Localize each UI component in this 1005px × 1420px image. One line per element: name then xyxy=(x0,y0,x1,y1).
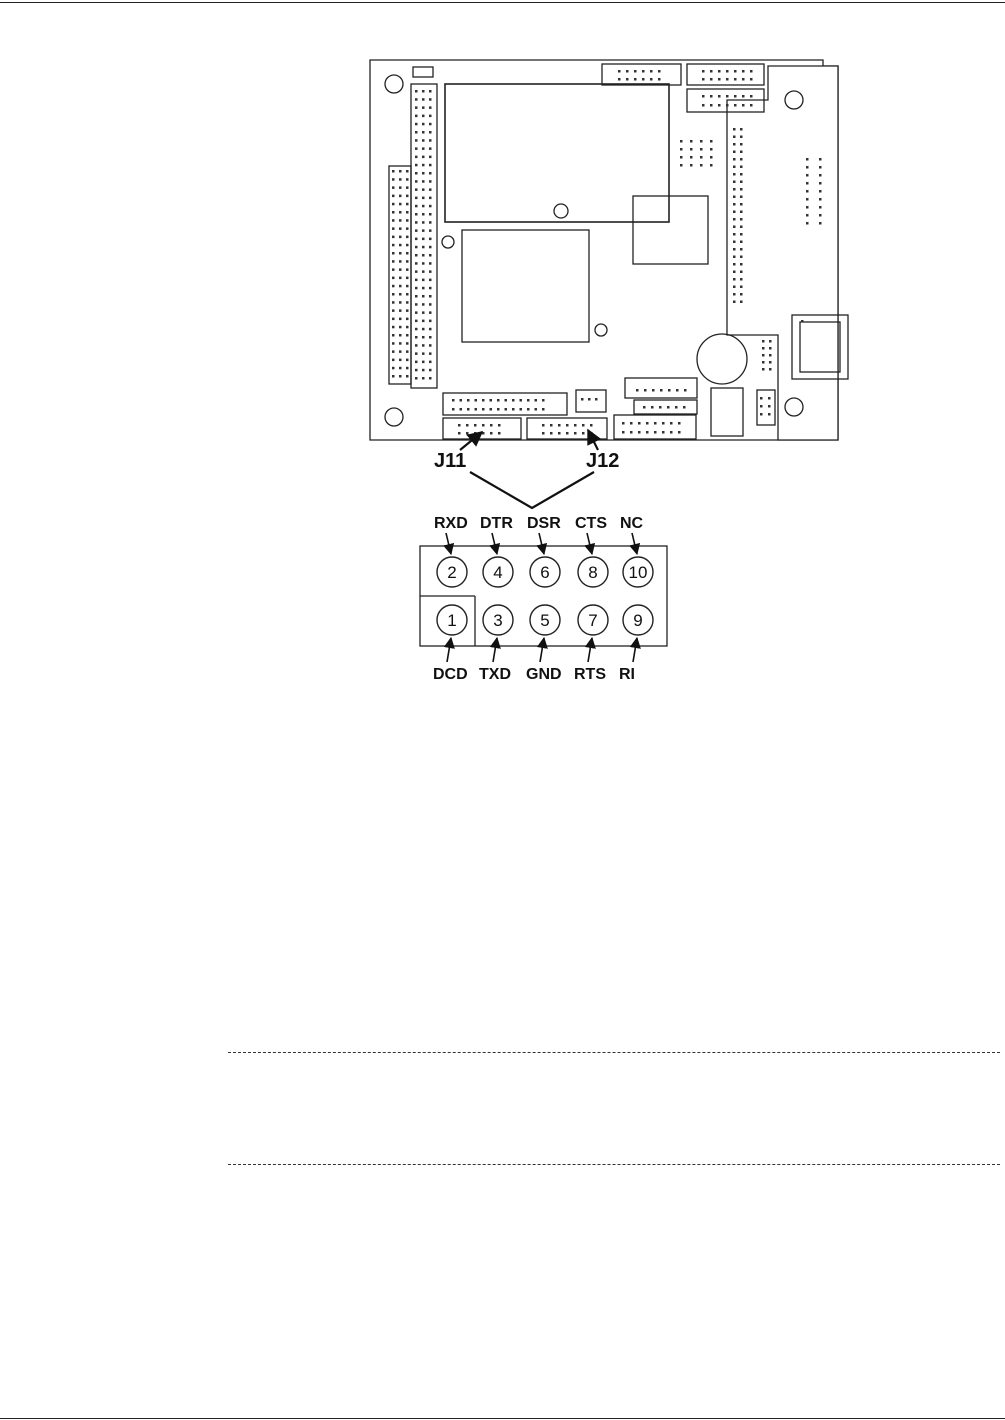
pin-signal-label: CTS xyxy=(575,515,607,532)
pin-signal-label: TXD xyxy=(479,666,511,683)
pin-arrow xyxy=(629,532,641,556)
battery-icon xyxy=(696,333,748,385)
bottom-page-rule xyxy=(0,1418,1005,1419)
pin-circle xyxy=(482,604,514,636)
pin-circle xyxy=(529,556,561,588)
pin-signal-label: RXD xyxy=(434,515,468,532)
pin-arrow xyxy=(443,636,455,663)
mounting-hole-icon xyxy=(784,397,804,417)
pin-number: 7 xyxy=(588,611,597,630)
mounting-hole-icon xyxy=(384,74,404,94)
pin-2: 2 RXD xyxy=(434,515,468,588)
j12-label: J12 xyxy=(586,450,619,472)
note-separator-top xyxy=(228,1052,1000,1053)
pin-arrow xyxy=(489,636,501,663)
circuit-board xyxy=(369,59,849,441)
pin-10: 10 NC xyxy=(620,515,654,588)
pin-number: 9 xyxy=(633,611,642,630)
pin-number: 6 xyxy=(540,563,549,582)
pin-number: 10 xyxy=(629,563,648,582)
main-chip xyxy=(461,229,590,343)
pin-number: 5 xyxy=(540,611,549,630)
pin-number: 3 xyxy=(493,611,502,630)
pin-4: 4 DTR xyxy=(480,515,514,588)
pin-8: 8 CTS xyxy=(575,515,609,588)
pin-signal-label: NC xyxy=(620,515,644,532)
pin-arrow xyxy=(629,636,641,663)
connector-arrows xyxy=(459,428,602,510)
pin-number: 2 xyxy=(447,563,456,582)
pin-circle xyxy=(482,556,514,588)
pin-circle xyxy=(529,604,561,636)
pin-signal-label: RTS xyxy=(574,666,606,683)
pin-6: 6 DSR xyxy=(527,515,561,588)
pin-9: 9RI xyxy=(619,604,654,683)
pin-arrow xyxy=(584,636,596,663)
pin-number: 8 xyxy=(588,563,597,582)
pin-circle xyxy=(436,604,468,636)
note-separator-bottom xyxy=(228,1164,1000,1165)
pin-signal-label: DTR xyxy=(480,515,513,532)
cpu-module xyxy=(444,83,670,223)
pin-circle xyxy=(436,556,468,588)
mounting-hole-icon xyxy=(784,90,804,110)
pin-circle xyxy=(577,604,609,636)
pin-signal-label: DSR xyxy=(527,515,561,532)
pin-arrow xyxy=(584,532,596,556)
secondary-chip xyxy=(632,195,709,265)
top-page-rule xyxy=(0,2,1005,3)
mounting-hole-icon xyxy=(384,407,404,427)
pin-circle xyxy=(622,556,654,588)
pin-arrow xyxy=(443,532,455,556)
pin-signal-label: RI xyxy=(619,666,635,683)
pin-number: 4 xyxy=(493,563,502,582)
pin-number: 1 xyxy=(447,611,456,630)
pin-signal-label: GND xyxy=(526,666,562,683)
j11-label: J11 xyxy=(434,450,466,472)
header-pins xyxy=(392,70,822,435)
j12-header xyxy=(526,417,608,440)
pin-circle xyxy=(577,556,609,588)
pin-arrow xyxy=(536,636,548,663)
pin-arrow xyxy=(536,532,548,556)
pin-arrow xyxy=(489,532,501,556)
pin-circle xyxy=(622,604,654,636)
pin-signal-label: DCD xyxy=(433,666,468,683)
